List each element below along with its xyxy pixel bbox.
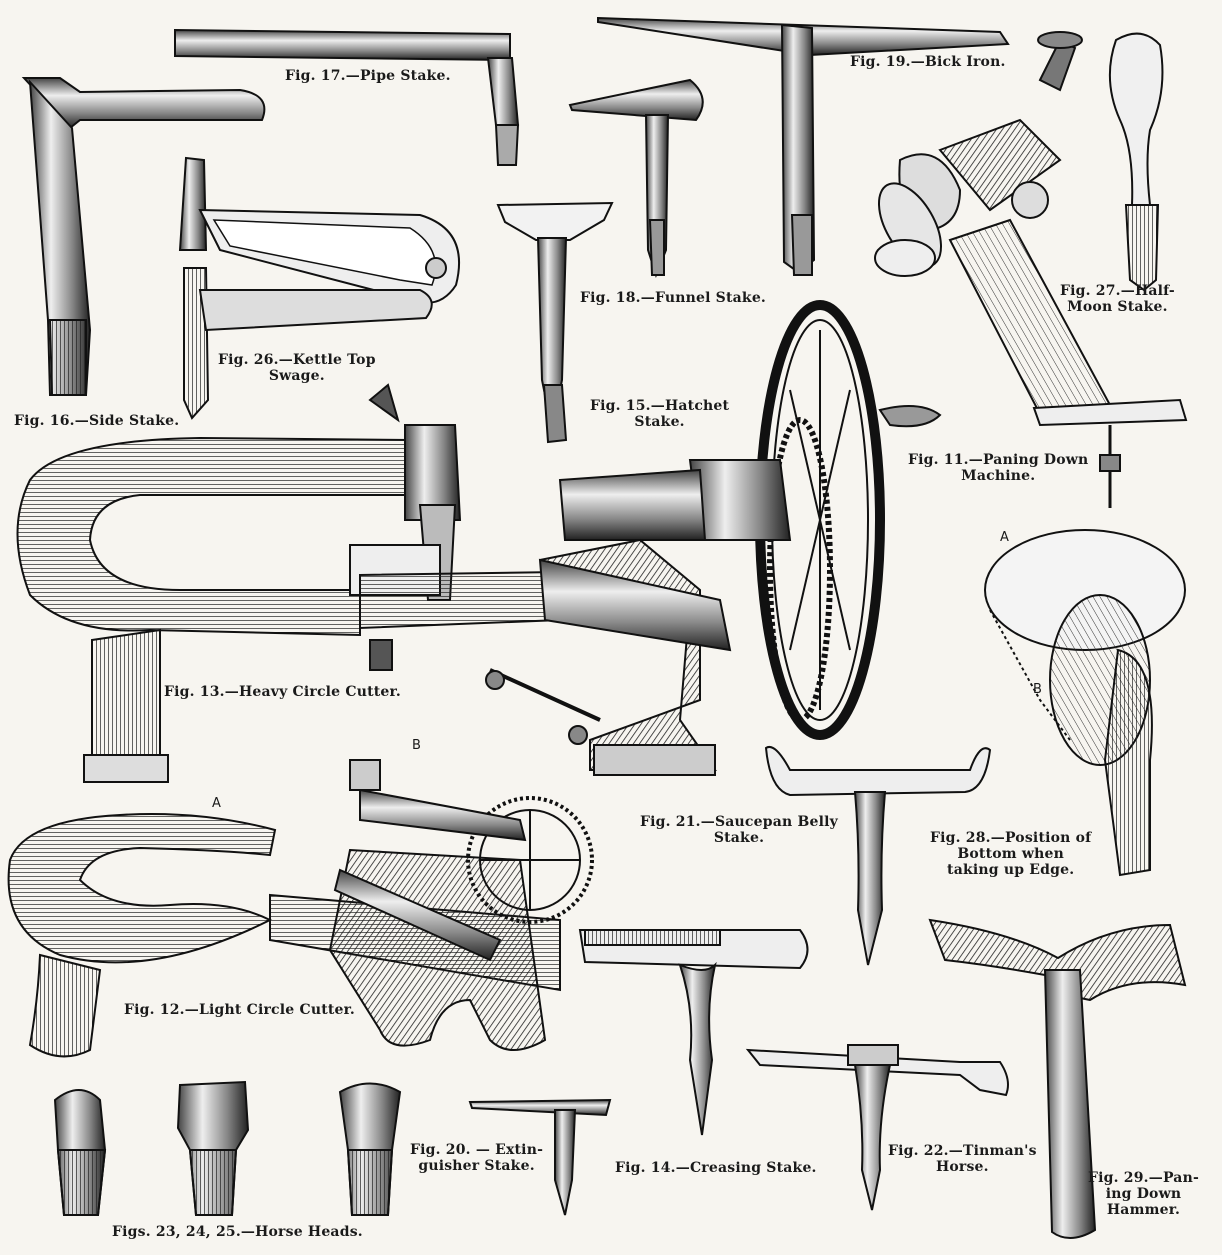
fig13-caption: Fig. 13.—Heavy Circle Cutter. <box>164 684 401 700</box>
fig20-extinguisher-stake-drawing <box>468 1098 612 1216</box>
fig12-caption: Fig. 12.—Light Circle Cutter. <box>124 1002 356 1018</box>
fig29-caption: Fig. 29.—Pan- ing Down Hammer. <box>1088 1170 1199 1218</box>
fig16-caption: Fig. 16.—Side Stake. <box>14 413 180 429</box>
fig17-caption: Fig. 17.—Pipe Stake. <box>285 68 451 84</box>
fig13-heavy-circle-cutter-drawing <box>16 383 561 783</box>
fig15-hatchet-stake-drawing <box>496 201 614 444</box>
fig27-caption: Fig. 27.—Half- Moon Stake. <box>1060 283 1175 315</box>
fig14-caption: Fig. 14.—Creasing Stake. <box>615 1160 817 1176</box>
fig19-caption: Fig. 19.—Bick Iron. <box>850 54 1006 70</box>
fig21-saucepan-belly-stake-drawing <box>764 746 992 966</box>
fig16-side-stake-drawing <box>21 77 266 396</box>
fig11-caption: Fig. 11.—Paning Down Machine. <box>908 452 1089 484</box>
fig28-caption: Fig. 28.—Position of Bottom when taking … <box>930 830 1092 878</box>
fig17-pipe-stake-drawing <box>174 28 520 166</box>
fig12-letter-b: B <box>412 738 421 753</box>
fig14-creasing-stake-drawing <box>578 929 809 1136</box>
fig22-caption: Fig. 22.—Tinman's Horse. <box>888 1143 1037 1175</box>
fig28-letter-a: A <box>1000 530 1009 545</box>
figs23-25-horse-heads-drawing <box>53 1080 402 1216</box>
fig11-paning-down-machine-drawing <box>874 31 1188 508</box>
fig19-bick-iron-drawing <box>597 16 1010 276</box>
figs23-25-caption: Figs. 23, 24, 25.—Horse Heads. <box>112 1224 363 1240</box>
geared-machine-drawing <box>485 300 942 776</box>
fig18-funnel-stake-drawing <box>568 78 704 278</box>
fig26-caption: Fig. 26.—Kettle Top Swage. <box>218 352 376 384</box>
fig29-paning-down-hammer-drawing <box>928 918 1187 1239</box>
fig15-caption: Fig. 15.—Hatchet Stake. <box>590 398 730 430</box>
fig27-half-moon-stake-drawing <box>1108 32 1164 292</box>
fig12-letter-a: A <box>212 796 221 811</box>
fig21-caption: Fig. 21.—Saucepan Belly Stake. <box>640 814 838 846</box>
fig20-caption: Fig. 20. — Extin- guisher Stake. <box>410 1142 544 1174</box>
fig12-light-circle-cutter-drawing <box>7 759 594 1058</box>
fig28-letter-b: B <box>1033 682 1042 697</box>
fig26-kettle-top-swage-drawing <box>178 156 461 420</box>
fig18-caption: Fig. 18.—Funnel Stake. <box>580 290 767 306</box>
fig28-position-diagram <box>984 529 1186 877</box>
fig22-tinmans-horse-drawing <box>745 1044 1009 1211</box>
